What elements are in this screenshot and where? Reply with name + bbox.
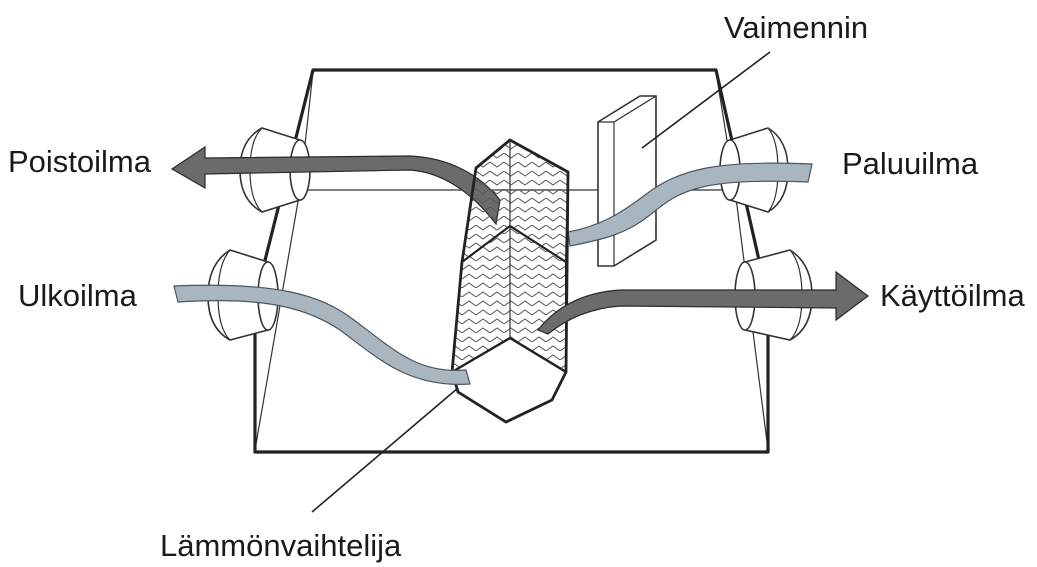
outdoor-air-flow (173, 284, 471, 385)
heat-exchanger-core (450, 138, 570, 424)
heat-exchanger-leader-line (311, 387, 459, 513)
damper-label: Vaimennin (724, 10, 868, 45)
supply-air-label: Käyttöilma (880, 278, 1025, 313)
return-air-flow (567, 162, 813, 247)
outdoor-air-label: Ulkoilma (18, 278, 138, 313)
heat-exchanger-label: Lämmönvaihtelija (160, 528, 402, 563)
exhaust-air-flow (170, 145, 501, 226)
exhaust-air-label: Poistoilma (8, 144, 152, 179)
return-air-label: Paluuilma (842, 146, 979, 181)
damper-leader-line (641, 51, 771, 149)
supply-air-flow (537, 270, 869, 335)
damper-block (597, 95, 657, 267)
